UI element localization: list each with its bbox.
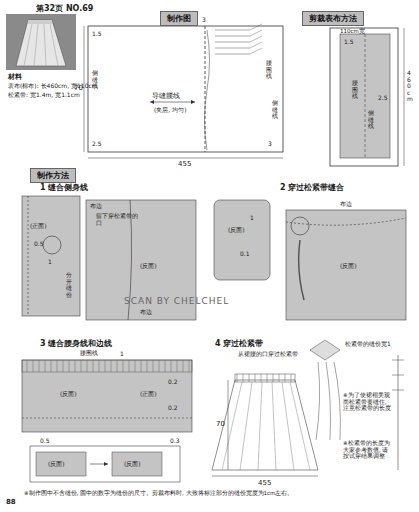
watermark: SCAN BY CHELCHEL xyxy=(124,296,229,307)
part-label: 布边 xyxy=(140,308,152,315)
note: 分开缝份 xyxy=(66,272,72,298)
part-label: (正面) xyxy=(30,222,47,229)
seam-allowance: 1 xyxy=(250,214,254,221)
seam-allowance: 0.3 xyxy=(170,437,180,444)
seam-allowance: 1.5 xyxy=(92,30,102,37)
materials: 表布(棉布): 长460cm, 宽110cm xyxy=(8,82,158,89)
dimension: 70 xyxy=(74,84,83,92)
part-label: (反面) xyxy=(140,262,157,269)
heading-text: 剪裁表布方法 xyxy=(309,14,357,23)
step-title: 3 缝合腰身线和边线 xyxy=(40,339,112,349)
heading-box: 制作方法 xyxy=(30,168,76,183)
note: 从裙腰的口穿过松紧带 xyxy=(238,350,300,357)
line-label: 腰围线 xyxy=(80,349,98,356)
heading-box: 制作图 xyxy=(160,11,198,26)
part-label: (反面) xyxy=(228,226,245,233)
part-label: (反面) xyxy=(340,262,357,269)
step-title: 4 穿过松紧带 xyxy=(215,339,263,349)
step-title: 2 穿过松紧带缝合 xyxy=(280,183,344,193)
seam-allowance: 0.5 xyxy=(40,437,50,444)
grain-label: 导缝腰线 xyxy=(152,92,180,100)
line-label: 侧缝线 xyxy=(92,70,98,90)
grain-label: (夹层, 均匀) xyxy=(154,106,187,113)
heading-box: 剪裁表布方法 xyxy=(302,11,364,26)
line-label: 侧缝线 xyxy=(368,110,374,130)
dimension: 455 xyxy=(258,479,271,487)
seam-allowance: 1.5 xyxy=(344,38,354,45)
materials: 松紧带: 宽1.4m, 宽1.1cm xyxy=(8,91,158,98)
seam-allowance: 0.5 xyxy=(34,240,44,247)
seam-allowance: 2.5 xyxy=(378,94,388,101)
line-label: 侧缝线 xyxy=(272,100,278,120)
seam-allowance: 0.1 xyxy=(240,250,250,257)
line-label: 腰围线 xyxy=(352,80,358,100)
part-label: (正面) xyxy=(140,390,157,397)
dimension: 110cm宽 xyxy=(340,28,365,35)
part-label: 布边 xyxy=(90,202,102,209)
note: 留下穿松紧带的口 xyxy=(96,212,138,226)
dimension: 70 xyxy=(216,420,225,428)
dimension: 460cm xyxy=(407,70,413,103)
materials-title: 材料 xyxy=(8,73,22,81)
heading-text: 制作方法 xyxy=(37,171,69,180)
heading-text: 制作图 xyxy=(167,14,191,23)
seam-allowance: 2.5 xyxy=(92,140,102,147)
part-label: (反面) xyxy=(60,390,77,397)
note: ※为了使裙褶美观而松紧带要缝住, 注意松紧带的长度 xyxy=(343,392,393,412)
step-title: 1 缝合侧身线 xyxy=(40,183,88,193)
item-number: 第32页 NO.69 xyxy=(36,4,93,14)
part-label: (反面) xyxy=(124,460,141,467)
seam-allowance: 0.2 xyxy=(168,404,178,411)
part-label: 布边 xyxy=(340,200,352,207)
seam-allowance: 3 xyxy=(268,140,272,147)
dimension: 3 xyxy=(202,16,206,23)
dimension: 455 xyxy=(178,160,191,168)
seam-allowance: 1 xyxy=(120,350,124,357)
seam-allowance: 0.2 xyxy=(168,378,178,385)
note: ※松紧带的长度为大家参考数值, 请按试穿结果调整 xyxy=(343,440,393,460)
page-number: 88 xyxy=(6,498,16,506)
line-label: 腰围线 xyxy=(266,60,272,80)
note: 松紧带的缝份宽1 xyxy=(345,340,393,347)
seam-allowance: 1 xyxy=(48,258,52,265)
footnote: ※制作图中不含缝份, 圆中的数字为缝份的尺寸。剪裁布料时, 大致将标注部分的缝份… xyxy=(24,490,412,497)
part-label: (反面) xyxy=(48,460,65,467)
